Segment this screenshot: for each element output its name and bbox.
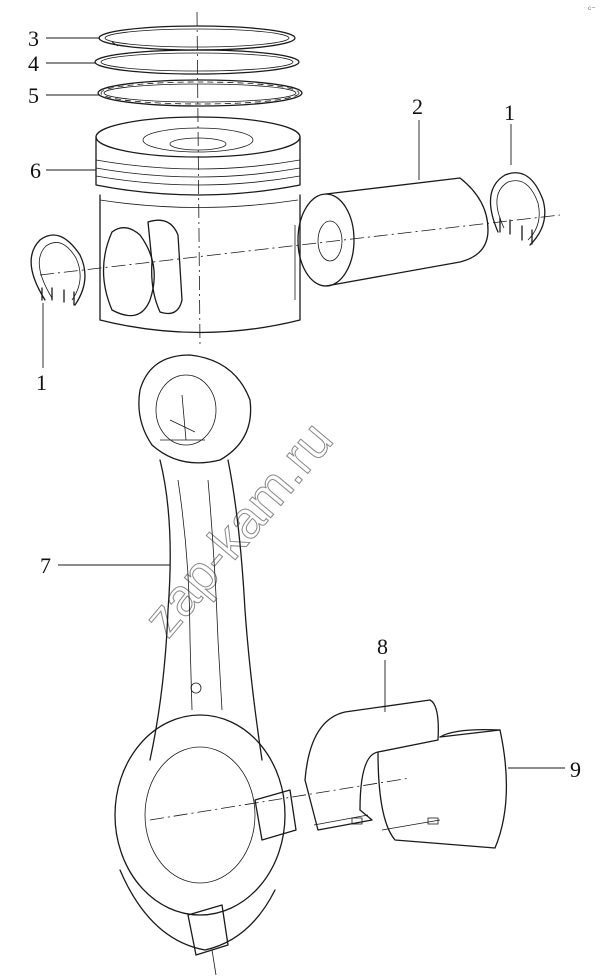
snap-ring-left (30, 234, 86, 306)
corner-mark: ᶜ⁻ (588, 4, 596, 14)
connecting-rod (114, 354, 297, 976)
piston-ring-5 (97, 79, 303, 107)
snap-ring-right (489, 172, 546, 246)
callout-9: 9 (570, 757, 581, 782)
piston-pin-axis (39, 214, 561, 276)
crankpin-axis (149, 777, 411, 821)
callout-7: 7 (40, 553, 51, 578)
callout-5: 5 (28, 83, 39, 108)
piston-pin (297, 177, 489, 287)
callout-2: 2 (412, 94, 423, 119)
callout-1-left: 1 (36, 370, 47, 395)
callout-4: 4 (28, 51, 39, 76)
piston-vertical-axis (196, 11, 201, 346)
callout-1-right: 1 (504, 100, 515, 125)
piston (95, 116, 301, 334)
callout-8: 8 (377, 634, 388, 659)
piston-ring-4 (94, 49, 300, 75)
callout-6: 6 (30, 158, 41, 183)
callout-3: 3 (28, 26, 39, 51)
bearing-shell-lower (377, 729, 508, 849)
bearing-shell-upper (304, 699, 439, 831)
